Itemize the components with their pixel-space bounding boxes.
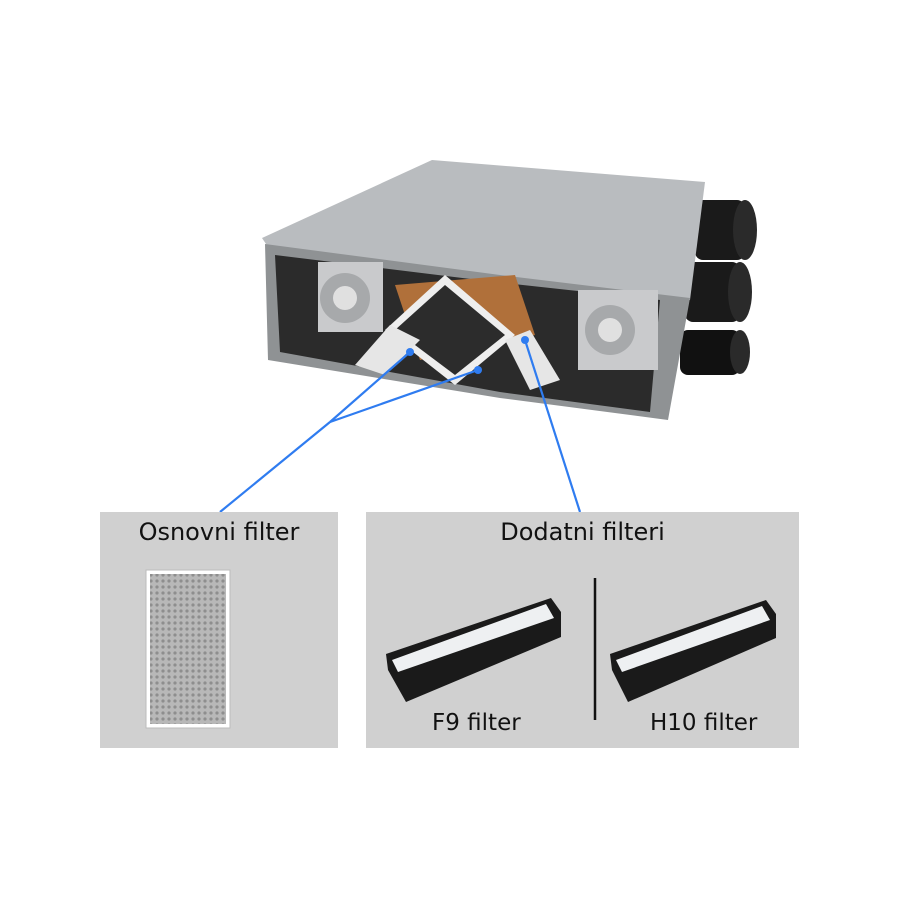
fan-left	[318, 262, 383, 332]
duct-connectors	[680, 200, 757, 375]
extra-filters-panel: Dodatni filteri F9 filter H10 filter	[366, 512, 799, 748]
callout-lines	[219, 336, 582, 513]
basic-filter-title: Osnovni filter	[138, 518, 300, 546]
hepa-filters-image	[386, 578, 776, 720]
h10-filter-label: H10 filter	[650, 710, 758, 736]
basic-filter-panel: Osnovni filter	[100, 512, 338, 748]
f9-filter-label: F9 filter	[432, 710, 521, 736]
extra-filters-title: Dodatni filteri	[500, 518, 665, 546]
h10-filter-image	[610, 600, 776, 702]
f9-filter-image	[386, 598, 561, 702]
mesh-filter-image	[145, 569, 231, 729]
unit-top-face	[262, 160, 705, 300]
fan-right	[578, 290, 658, 370]
